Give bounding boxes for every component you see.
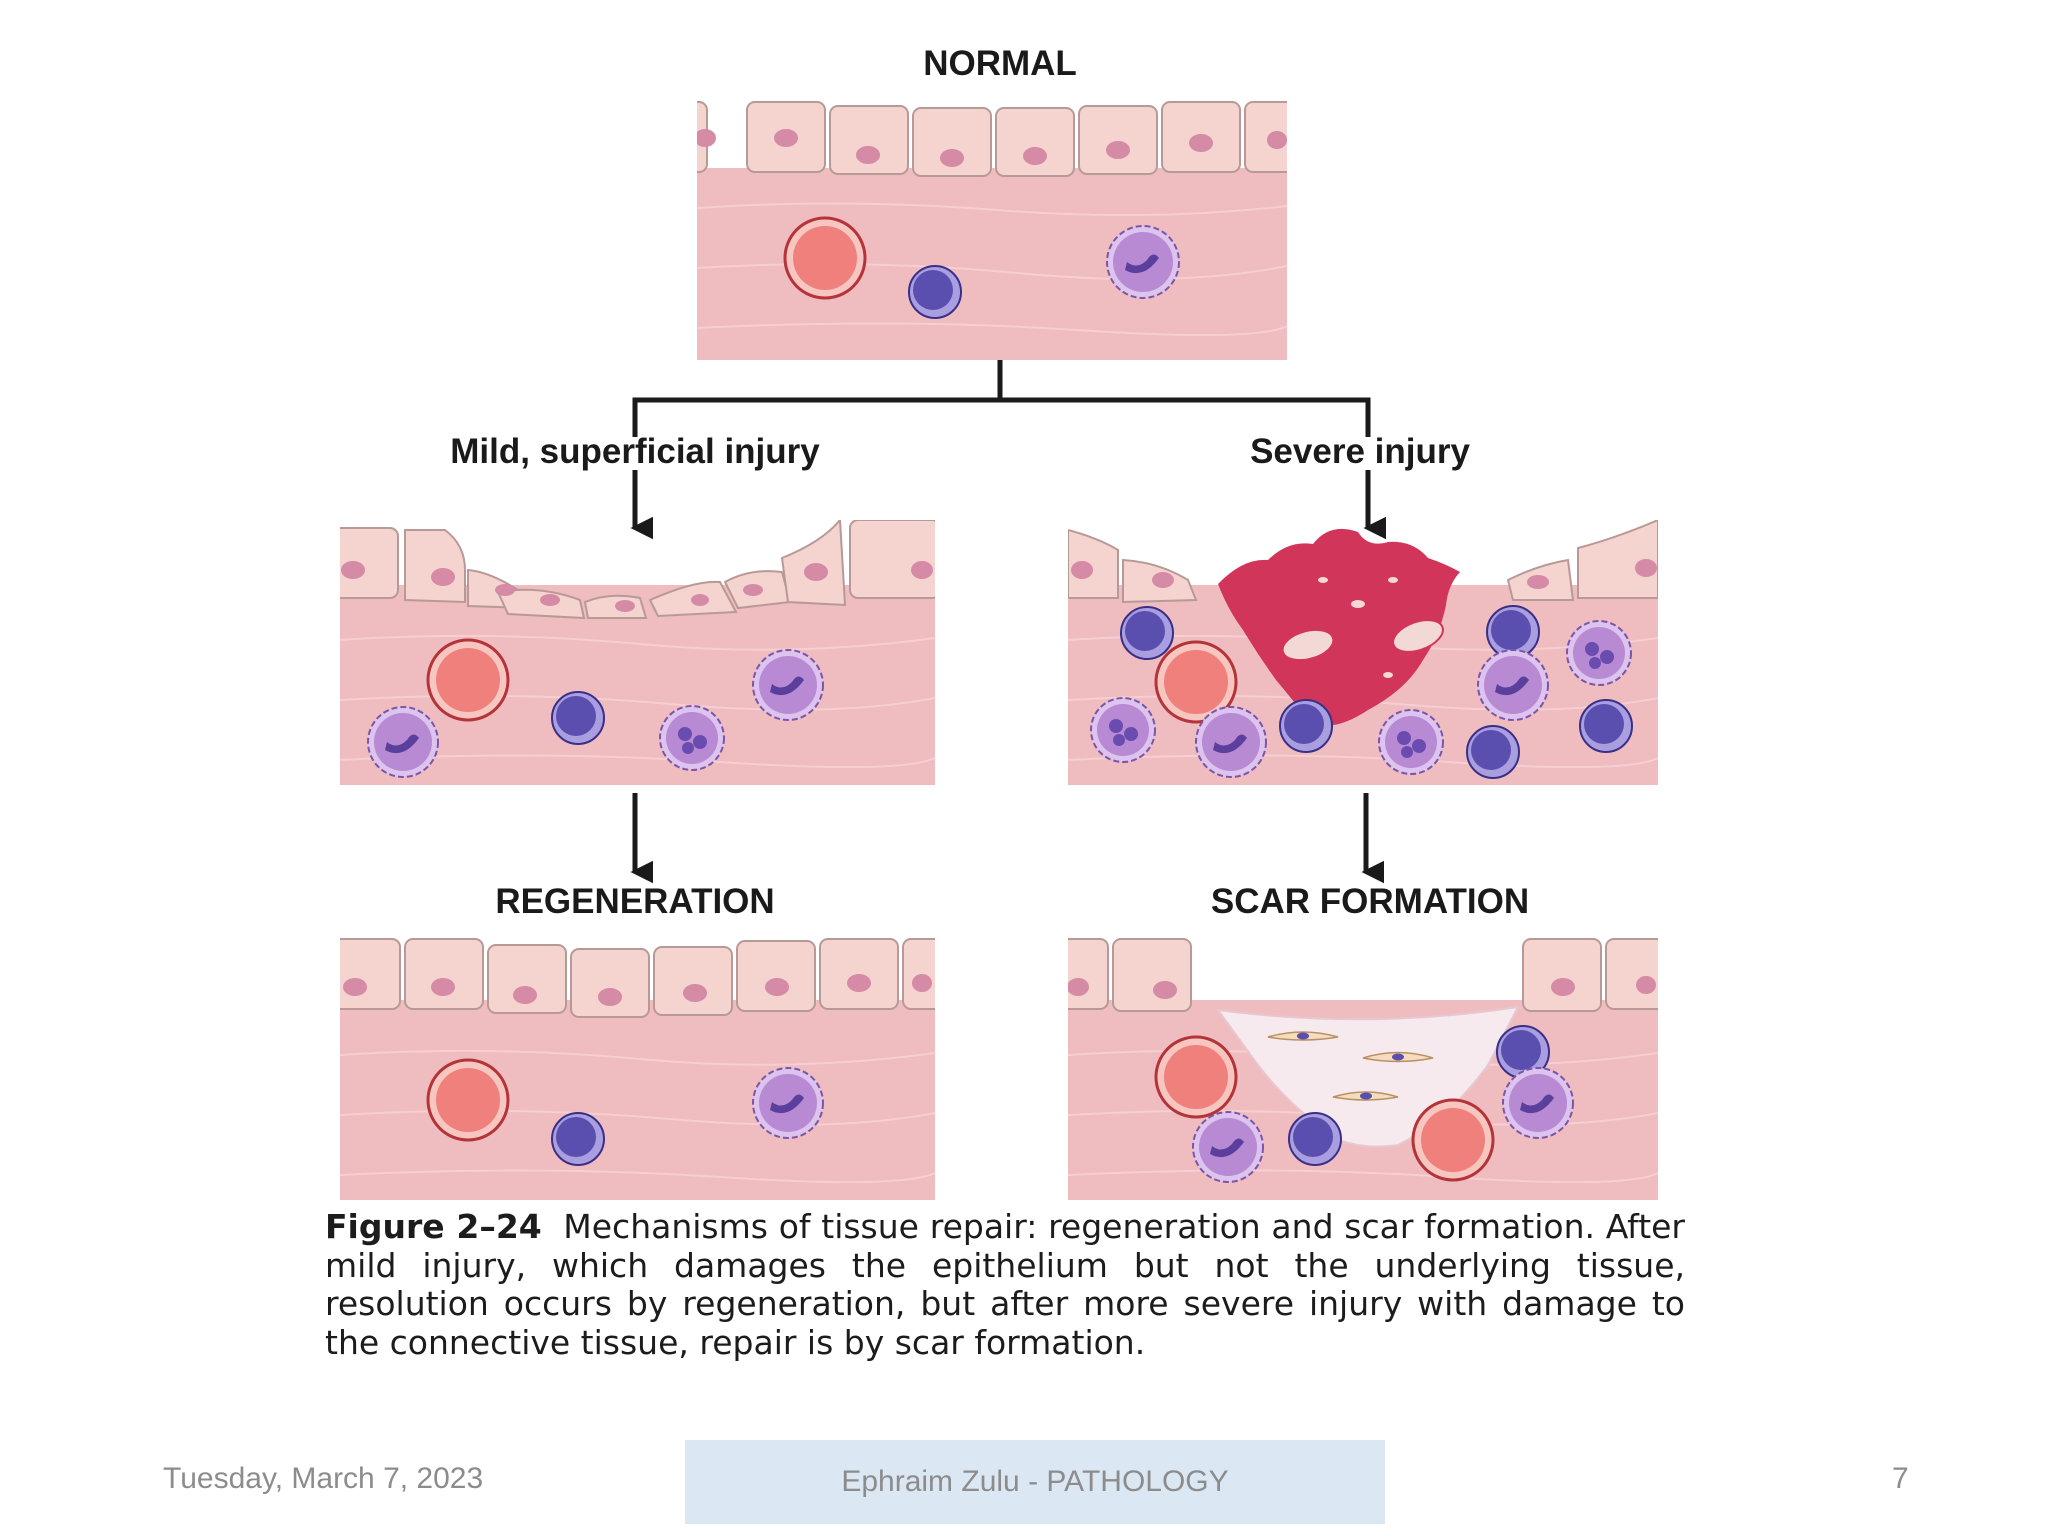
label-normal: NORMAL [923, 44, 1077, 83]
figure-caption: Figure 2–24 Mechanisms of tissue repair:… [325, 1207, 1686, 1362]
label-scar-formation: SCAR FORMATION [1210, 882, 1530, 921]
caption-figure-number: Figure 2–24 [325, 1207, 542, 1246]
panel-severe-injury [1068, 520, 1658, 785]
footer-presenter-box: Ephraim Zulu - PATHOLOGY [685, 1440, 1385, 1524]
label-regeneration: REGENERATION [495, 882, 775, 921]
panel-regeneration [340, 938, 935, 1200]
slide-number: 7 [1892, 1462, 1909, 1495]
label-severe-injury: Severe injury [1250, 432, 1470, 471]
label-mild-injury: Mild, superficial injury [450, 432, 820, 471]
branch-connector-right [1000, 397, 1371, 437]
blood-clot [1218, 528, 1460, 726]
panel-mild-injury [340, 520, 935, 785]
panel-normal [697, 101, 1287, 360]
footer-presenter: Ephraim Zulu - PATHOLOGY [841, 1465, 1229, 1498]
branch-connector [632, 358, 1003, 437]
caption-text: Mechanisms of tissue repair: regeneratio… [325, 1207, 1686, 1362]
panel-scar-formation [1068, 938, 1658, 1200]
footer-date: Tuesday, March 7, 2023 [163, 1462, 484, 1495]
